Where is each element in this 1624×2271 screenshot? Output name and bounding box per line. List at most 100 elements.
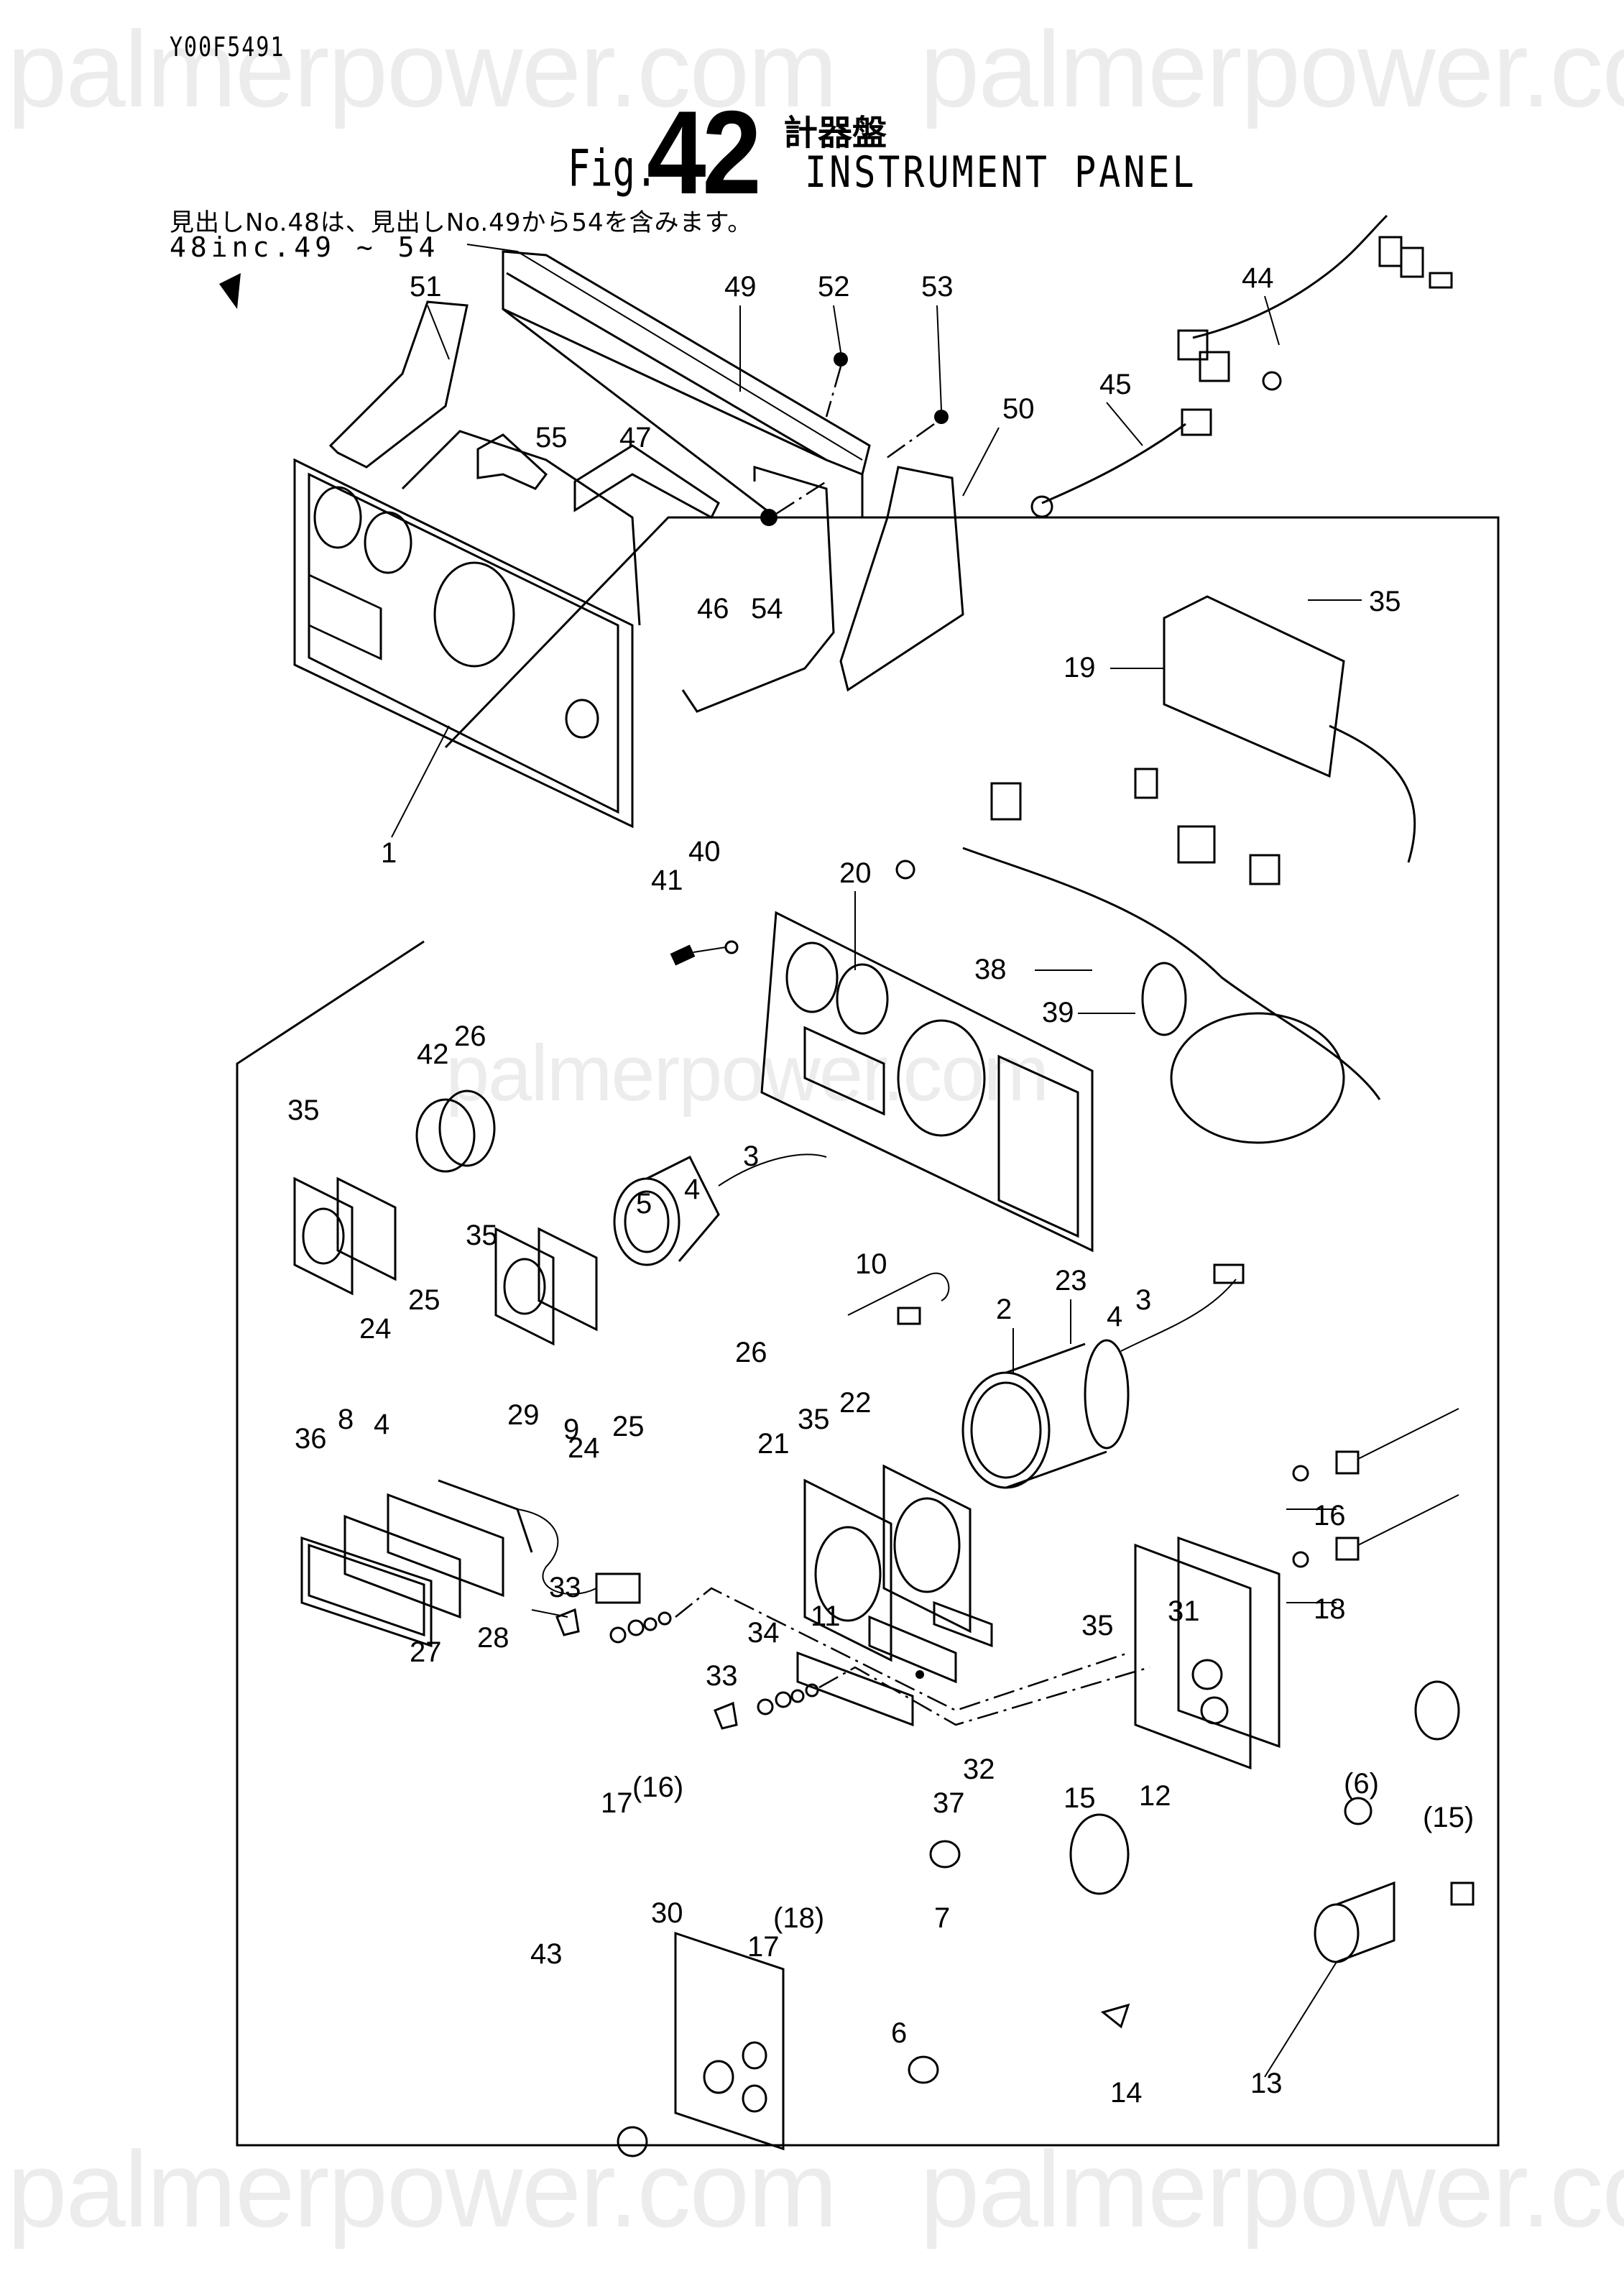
callout-43: 43 [530, 1938, 563, 1970]
part-case-20 [760, 911, 1094, 1253]
part-controller-19 [1163, 595, 1416, 863]
callout-35-switch: 35 [1081, 1610, 1114, 1641]
callout-16-paren: (16) [632, 1772, 683, 1803]
part-right-bracket [839, 466, 964, 692]
callout-31: 31 [1168, 1595, 1200, 1627]
callout-46: 46 [697, 593, 729, 625]
title-english: INSTRUMENT PANEL [805, 147, 1197, 198]
callout-25-left: 25 [408, 1284, 440, 1316]
part-lens-42 [415, 1098, 476, 1173]
part-switch-panel-30 [674, 1931, 785, 2151]
callout-7: 7 [934, 1902, 950, 1934]
part-washer-40 [724, 940, 739, 954]
part-stay-46 [681, 465, 835, 713]
part-front-cover [293, 430, 641, 829]
figure-prefix: Fig. [568, 140, 658, 198]
callout-42: 42 [417, 1038, 449, 1070]
callout-26-mid: 26 [735, 1337, 767, 1368]
callout-16: 16 [1314, 1500, 1346, 1531]
callout-18: 18 [1314, 1593, 1346, 1625]
leader-lines [391, 295, 1362, 2078]
part-main-harness-38 [895, 768, 1381, 1144]
assembly-line-18 [818, 1666, 1150, 1726]
callout-24-left: 24 [359, 1313, 392, 1345]
callout-4-left: 4 [374, 1409, 389, 1440]
part-hourmeter-assembly [300, 1479, 641, 1648]
part-lens-7 [929, 1840, 961, 1869]
callout-52: 52 [818, 271, 850, 303]
callout-49: 49 [724, 271, 757, 303]
callout-2: 2 [996, 1294, 1012, 1325]
callout-33-mid: 33 [706, 1660, 738, 1692]
callout-38: 38 [974, 954, 1007, 985]
callout-40: 40 [688, 836, 721, 867]
callout-51: 51 [410, 271, 442, 303]
callout-15-paren: (15) [1423, 1802, 1474, 1833]
callout-19: 19 [1064, 652, 1096, 683]
part-knob-43 [617, 2126, 648, 2157]
callout-labels: 1 49 51 52 53 55 47 46 54 50 45 44 35 19… [287, 262, 1474, 2109]
callout-30: 30 [651, 1897, 683, 1929]
callout-53: 53 [921, 271, 954, 303]
callout-6-paren: (6) [1344, 1768, 1379, 1800]
part-switch-18 [1292, 1494, 1459, 1568]
part-bolt-41 [670, 944, 696, 966]
part-bolt-52 [834, 352, 848, 367]
part-bracket-47 [573, 444, 720, 520]
callout-36: 36 [295, 1423, 327, 1455]
callout-23: 23 [1055, 1265, 1087, 1296]
part-cap-15 [1414, 1680, 1460, 1741]
part-bezel-24b [494, 1227, 598, 1346]
callout-17-left: 17 [601, 1787, 633, 1819]
part-washers-16 [609, 1611, 672, 1644]
part-harness-45 [1030, 408, 1212, 518]
part-bolt-53 [934, 410, 949, 424]
part-clip-33a [555, 1608, 580, 1636]
subassembly-frame [236, 516, 1500, 2147]
callout-33-left: 33 [549, 1572, 581, 1603]
callout-14: 14 [1110, 2077, 1143, 2109]
part-left-bracket [328, 300, 469, 469]
callout-8: 8 [338, 1404, 354, 1435]
part-rear-bracket [502, 250, 871, 519]
callout-24-mid: 24 [568, 1432, 600, 1464]
callout-20: 20 [839, 857, 872, 889]
document-id: Y00F5491 [170, 32, 285, 63]
callout-6: 6 [891, 2017, 907, 2049]
callout-35-left: 35 [287, 1095, 320, 1126]
callout-45: 45 [1099, 369, 1132, 400]
callout-12: 12 [1139, 1780, 1171, 1812]
callout-35-top: 35 [1369, 586, 1401, 617]
callout-4-right: 4 [1107, 1301, 1122, 1332]
part-keyswitch-panel [1134, 1536, 1281, 1770]
direction-arrow-icon [219, 273, 241, 309]
callout-34: 34 [747, 1617, 780, 1649]
part-bezel-24a [293, 1176, 397, 1296]
part-screw-37 [915, 1670, 924, 1679]
callout-17-mid: 17 [747, 1931, 780, 1963]
callout-1: 1 [381, 837, 397, 869]
part-ring-26a [438, 1090, 496, 1167]
part-cover-34 [796, 1651, 914, 1727]
callout-3-right: 3 [1135, 1284, 1151, 1316]
callout-13: 13 [1250, 2068, 1283, 2099]
part-tachometer-2 [961, 1263, 1245, 1489]
part-harness-44 [1177, 214, 1453, 391]
callout-37: 37 [933, 1787, 965, 1819]
assembly-line-16 [675, 1587, 1129, 1712]
callout-25-mid: 25 [612, 1411, 645, 1442]
note-japanese: 見出しNo.48は、見出しNo.49から54を含みます。 [170, 208, 753, 237]
part-key-14 [1100, 2003, 1130, 2029]
callout-55: 55 [535, 422, 568, 453]
callout-27: 27 [410, 1636, 442, 1668]
callout-32: 32 [963, 1754, 995, 1785]
callout-29: 29 [507, 1399, 540, 1431]
figure-number: 42 [647, 86, 762, 218]
callout-22: 22 [839, 1387, 872, 1419]
callout-9: 9 [563, 1414, 579, 1445]
part-clip-55 [476, 433, 548, 490]
part-connector-39 [1141, 962, 1187, 1036]
callout-11: 11 [811, 1600, 841, 1632]
callout-28: 28 [477, 1622, 509, 1654]
